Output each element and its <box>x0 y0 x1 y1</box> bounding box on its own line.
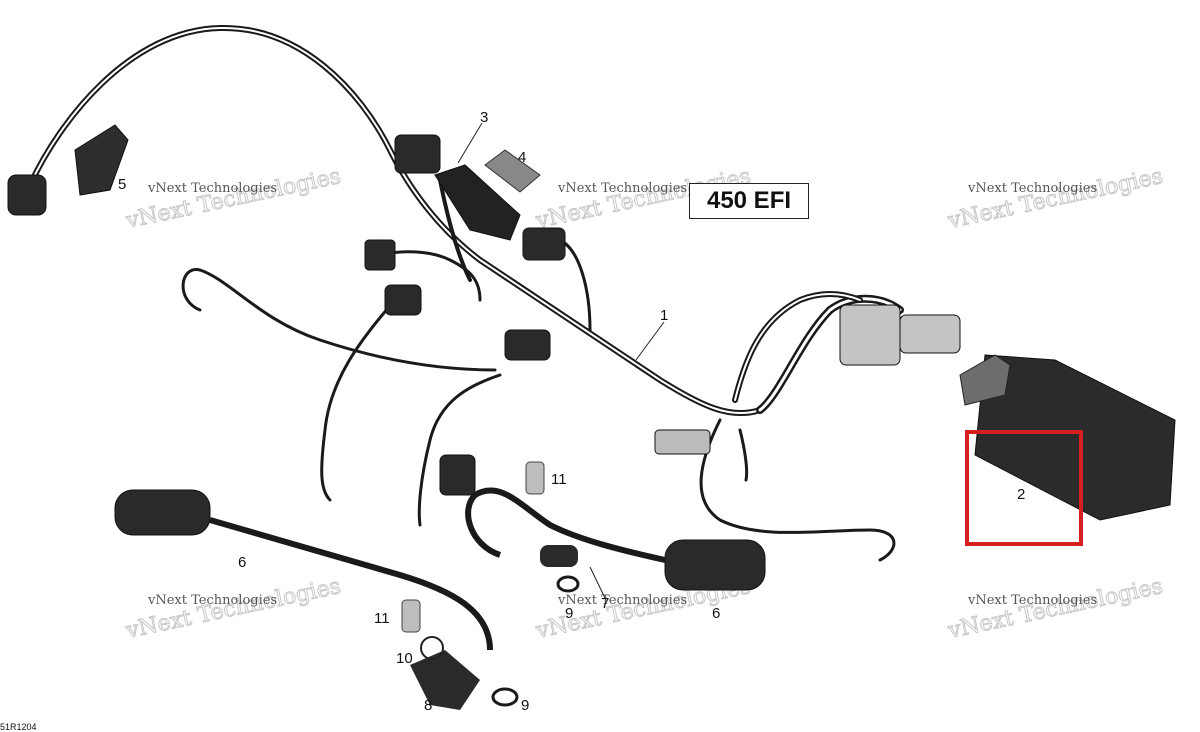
harness-connectors <box>7 134 961 496</box>
svg-text:vNext Technologies: vNext Technologies <box>123 574 343 644</box>
o-ring-part-10 <box>420 636 444 660</box>
ignition-coil-right <box>465 487 766 591</box>
ignition-coil-left <box>114 489 493 651</box>
figure-code: 51R1204 <box>0 722 37 732</box>
model-label-box: 450 EFI <box>689 183 809 219</box>
svg-text:vNext Technologies: vNext Technologies <box>945 164 1165 234</box>
watermark-right-top: vNext Technologies vNext Technologies <box>945 163 1166 234</box>
callout-1: 1 <box>660 307 668 324</box>
spark-plug-part-11 <box>401 461 545 633</box>
callout-10: 10 <box>396 650 413 667</box>
callout-6b: 6 <box>712 605 720 622</box>
svg-text:vNext Technologies: vNext Technologies <box>147 593 277 608</box>
callout-numbers: 1 2 3 4 5 6 6 7 8 9 9 10 11 11 <box>118 109 1025 714</box>
svg-text:vNext Technologies: vNext Technologies <box>557 181 687 196</box>
watermark-right-bottom: vNext Technologies vNext Technologies <box>945 573 1166 644</box>
svg-text:vNext Technologies: vNext Technologies <box>147 181 277 196</box>
watermark-left-top: vNext Technologies vNext Technologies <box>123 163 344 234</box>
callout-5: 5 <box>118 176 126 193</box>
callout-11a: 11 <box>551 471 567 488</box>
callout-9a: 9 <box>565 605 573 622</box>
ecm-part-2 <box>959 354 1176 521</box>
callout-6a: 6 <box>238 554 246 571</box>
callout-8: 8 <box>424 697 432 714</box>
highlight-box <box>965 430 1083 546</box>
callout-9b: 9 <box>521 697 529 714</box>
callout-leaders <box>457 122 665 599</box>
plate-part-4 <box>484 149 541 193</box>
callout-4: 4 <box>518 149 526 166</box>
callout-7: 7 <box>601 595 609 612</box>
sensor-part-5 <box>74 124 129 196</box>
svg-text:vNext Technologies: vNext Technologies <box>123 164 343 234</box>
callout-3: 3 <box>480 109 488 126</box>
svg-text:vNext Technologies: vNext Technologies <box>557 593 687 608</box>
main-harness <box>27 24 904 562</box>
svg-text:vNext Technologies: vNext Technologies <box>967 593 1097 608</box>
spark-plug-boot-7 <box>540 545 578 567</box>
clamp-part-9 <box>491 575 580 707</box>
watermark-left-bottom: vNext Technologies vNext Technologies <box>123 573 344 644</box>
callout-2: 2 <box>1017 486 1025 503</box>
svg-text:vNext Technologies: vNext Technologies <box>967 181 1097 196</box>
bracket-part-3 <box>434 164 521 241</box>
callout-11b: 11 <box>374 610 390 627</box>
spark-plug-boot-8 <box>410 650 480 710</box>
svg-text:vNext Technologies: vNext Technologies <box>945 574 1165 644</box>
